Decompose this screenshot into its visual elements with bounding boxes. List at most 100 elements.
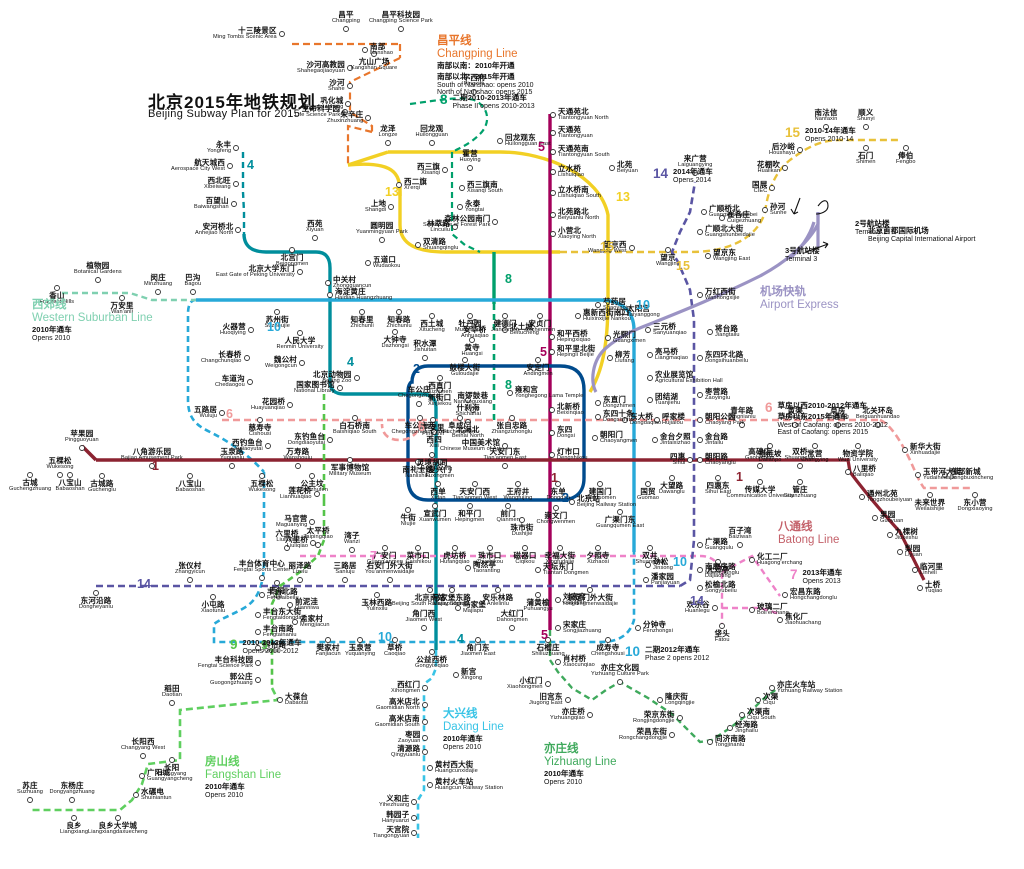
station-dot[interactable] xyxy=(287,402,293,408)
station-dot[interactable] xyxy=(647,352,653,358)
station-dot[interactable] xyxy=(429,649,435,655)
station-dot[interactable] xyxy=(457,204,463,210)
station-dot[interactable] xyxy=(609,165,615,171)
station-dot[interactable] xyxy=(915,472,921,478)
station-dot[interactable] xyxy=(471,89,477,95)
station-dot[interactable] xyxy=(227,163,233,169)
station-dot[interactable] xyxy=(697,355,703,361)
station-dot[interactable] xyxy=(592,435,598,441)
station-dot[interactable] xyxy=(903,145,909,151)
station-dot[interactable] xyxy=(467,313,473,319)
station-dot[interactable] xyxy=(387,577,393,583)
station-dot[interactable] xyxy=(437,387,443,393)
station-dot[interactable] xyxy=(347,83,353,89)
station-dot[interactable] xyxy=(472,481,478,487)
station-dot[interactable] xyxy=(550,212,556,218)
station-dot[interactable] xyxy=(777,617,783,623)
station-dot[interactable] xyxy=(292,619,298,625)
station-dot[interactable] xyxy=(887,532,893,538)
station-dot[interactable] xyxy=(557,545,563,551)
station-dot[interactable] xyxy=(297,577,303,583)
station-dot[interactable] xyxy=(442,167,448,173)
station-dot[interactable] xyxy=(467,165,473,171)
station-dot[interactable] xyxy=(415,545,421,551)
station-dot[interactable] xyxy=(169,700,175,706)
station-dot[interactable] xyxy=(812,443,818,449)
station-dot[interactable] xyxy=(342,109,348,115)
station-dot[interactable] xyxy=(505,503,511,509)
station-dot[interactable] xyxy=(697,457,703,463)
station-dot[interactable] xyxy=(545,637,551,643)
station-dot[interactable] xyxy=(739,712,745,718)
station-dot[interactable] xyxy=(697,437,703,443)
station-dot[interactable] xyxy=(697,417,703,423)
station-dot[interactable] xyxy=(396,182,402,188)
station-dot[interactable] xyxy=(233,181,239,187)
station-dot[interactable] xyxy=(654,417,660,423)
station-dot[interactable] xyxy=(715,475,721,481)
station-dot[interactable] xyxy=(349,547,355,553)
station-dot[interactable] xyxy=(422,719,428,725)
station-dot[interactable] xyxy=(712,605,718,611)
station-dot[interactable] xyxy=(550,112,556,118)
station-dot[interactable] xyxy=(71,815,77,821)
station-dot[interactable] xyxy=(287,602,293,608)
station-dot[interactable] xyxy=(357,637,363,643)
station-dot[interactable] xyxy=(645,481,651,487)
station-dot[interactable] xyxy=(416,401,422,407)
station-dot[interactable] xyxy=(697,585,703,591)
station-dot[interactable] xyxy=(595,414,601,420)
station-dot[interactable] xyxy=(550,231,556,237)
station-dot[interactable] xyxy=(149,463,155,469)
station-dot[interactable] xyxy=(93,590,99,596)
station-dot[interactable] xyxy=(362,47,368,53)
station-dot[interactable] xyxy=(210,594,216,600)
station-dot[interactable] xyxy=(429,313,435,319)
station-dot[interactable] xyxy=(550,130,556,136)
station-dot[interactable] xyxy=(697,292,703,298)
station-dot[interactable] xyxy=(435,481,441,487)
station-dot[interactable] xyxy=(359,309,365,315)
station-dot[interactable] xyxy=(430,417,436,423)
station-dot[interactable] xyxy=(465,419,471,425)
station-dot[interactable] xyxy=(782,165,788,171)
station-dot[interactable] xyxy=(342,577,348,583)
station-dot[interactable] xyxy=(233,145,239,151)
station-dot[interactable] xyxy=(431,429,437,435)
station-dot[interactable] xyxy=(509,415,515,421)
station-dot[interactable] xyxy=(297,269,303,275)
station-dot[interactable] xyxy=(587,587,593,593)
station-dot[interactable] xyxy=(927,492,933,498)
station-dot[interactable] xyxy=(437,375,443,381)
station-dot[interactable] xyxy=(737,542,743,548)
station-dot[interactable] xyxy=(669,475,675,481)
station-dot[interactable] xyxy=(133,792,139,798)
station-dot[interactable] xyxy=(469,337,475,343)
station-dot[interactable] xyxy=(522,545,528,551)
station-dot[interactable] xyxy=(549,407,555,413)
station-dot[interactable] xyxy=(385,140,391,146)
station-dot[interactable] xyxy=(757,479,763,485)
station-dot[interactable] xyxy=(595,400,601,406)
station-dot[interactable] xyxy=(99,473,105,479)
station-dot[interactable] xyxy=(462,357,468,363)
station-dot[interactable] xyxy=(315,542,321,548)
station-dot[interactable] xyxy=(549,452,555,458)
station-dot[interactable] xyxy=(622,417,628,423)
station-dot[interactable] xyxy=(859,494,865,500)
station-dot[interactable] xyxy=(647,375,653,381)
station-dot[interactable] xyxy=(415,459,421,465)
station-dot[interactable] xyxy=(470,407,476,413)
station-dot[interactable] xyxy=(374,592,380,598)
station-dot[interactable] xyxy=(299,360,305,366)
station-dot[interactable] xyxy=(707,329,713,335)
station-dot[interactable] xyxy=(169,757,175,763)
station-dot[interactable] xyxy=(555,625,561,631)
station-dot[interactable] xyxy=(535,357,541,363)
station-dot[interactable] xyxy=(617,509,623,515)
station-dot[interactable] xyxy=(297,330,303,336)
station-dot[interactable] xyxy=(219,410,225,416)
station-dot[interactable] xyxy=(352,415,358,421)
station-dot[interactable] xyxy=(27,797,33,803)
station-dot[interactable] xyxy=(502,443,508,449)
